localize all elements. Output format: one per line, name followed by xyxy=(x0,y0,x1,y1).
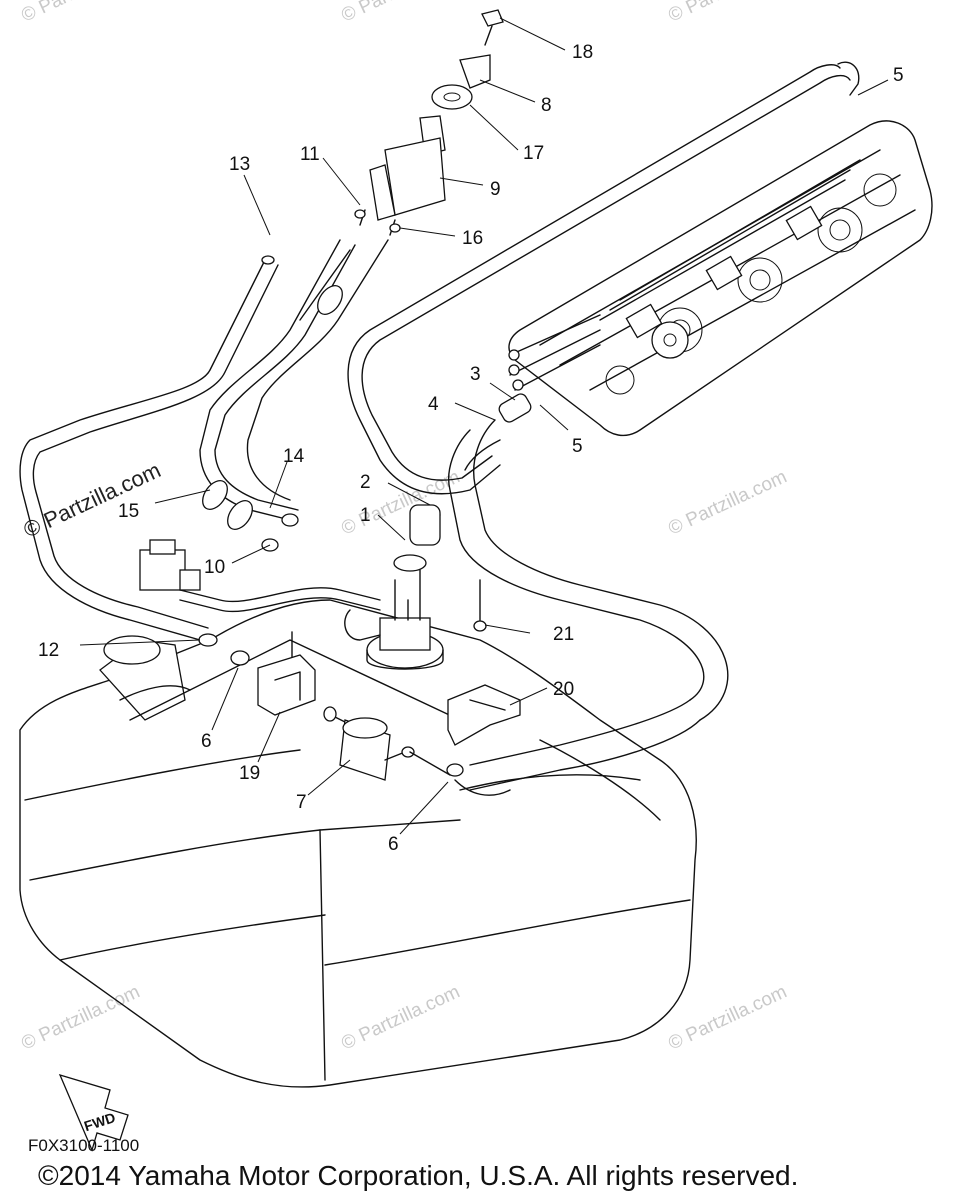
watermark-2: © Partzilla.com xyxy=(338,0,463,27)
callout-20: 20 xyxy=(553,679,574,700)
watermark-5: © Partzilla.com xyxy=(665,466,790,539)
callout-10: 10 xyxy=(204,557,225,578)
fuel-pump xyxy=(139,504,444,670)
drawing-code: F0X3100-1100 xyxy=(28,1136,140,1155)
callout-5a: 5 xyxy=(893,65,904,86)
watermark-7: © Partzilla.com xyxy=(338,981,463,1054)
fuel-tank xyxy=(19,599,697,1088)
fwd-arrow-icon: FWD xyxy=(58,1073,129,1152)
callout-6b: 6 xyxy=(388,834,399,855)
brackets xyxy=(257,579,521,746)
fuel-hose-main xyxy=(347,61,860,791)
watermark-main: © Partzilla.com xyxy=(20,457,165,542)
callout-16: 16 xyxy=(462,228,483,249)
leader-lines xyxy=(79,17,889,835)
watermark-3: © Partzilla.com xyxy=(665,0,790,27)
callout-7: 7 xyxy=(296,792,307,813)
top-fittings xyxy=(354,9,504,236)
watermark-8: © Partzilla.com xyxy=(665,981,790,1054)
callout-11: 11 xyxy=(300,144,320,165)
watermark-6: © Partzilla.com xyxy=(18,981,143,1054)
callout-3: 3 xyxy=(470,364,481,385)
callout-17: 17 xyxy=(523,143,544,164)
callout-4: 4 xyxy=(428,394,439,415)
callout-19: 19 xyxy=(239,763,260,784)
callout-6a: 6 xyxy=(201,731,212,752)
callout-15: 15 xyxy=(118,501,139,522)
callout-13: 13 xyxy=(229,154,250,175)
callout-5b: 5 xyxy=(572,436,583,457)
callout-9: 9 xyxy=(490,179,501,200)
callout-21: 21 xyxy=(553,624,574,645)
fuel-filter xyxy=(230,650,511,796)
callout-8: 8 xyxy=(541,95,552,116)
copyright-notice: ©2014 Yamaha Motor Corporation, U.S.A. A… xyxy=(38,1160,799,1191)
engine-assembly xyxy=(508,120,933,437)
watermark-1: © Partzilla.com xyxy=(18,0,143,27)
callout-1: 1 xyxy=(360,505,371,526)
callout-12: 12 xyxy=(38,640,59,661)
callout-14: 14 xyxy=(283,446,305,467)
callout-labels: 18 8 17 5 9 11 16 13 3 4 5 2 1 14 15 10 … xyxy=(38,42,904,855)
watermark-4: © Partzilla.com xyxy=(338,466,463,539)
callout-18: 18 xyxy=(572,42,593,63)
callout-2: 2 xyxy=(360,472,371,493)
